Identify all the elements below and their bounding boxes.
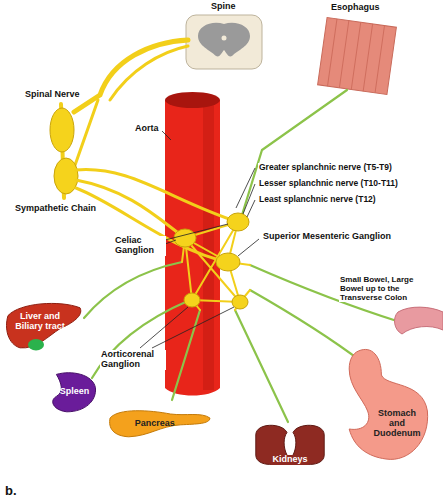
anatomy-label: Aorticorenal Ganglion (100, 350, 166, 370)
plexus-ganglia (174, 213, 249, 309)
spinal-nerve (74, 40, 188, 112)
anatomy-label: Spine (210, 2, 237, 12)
ganglion (54, 158, 78, 194)
bowel-segment (395, 307, 443, 334)
organ-outline (256, 425, 324, 464)
anatomy-label: Aorta (134, 124, 160, 134)
organ-text-box: Spleen (51, 387, 99, 397)
organ-text-box: Liver and Biliary tract (8, 312, 72, 332)
gallbladder (28, 339, 44, 350)
organ-outline (53, 373, 96, 412)
anatomy-label: Esophagus (330, 3, 381, 13)
vertebra-body (186, 15, 262, 69)
organ-name: Stomach and Duodenum (367, 409, 427, 439)
organ-name: Kidneys (270, 455, 309, 465)
anatomy-label: Spinal Nerve (24, 90, 81, 100)
leader-line (247, 200, 255, 217)
aorta-lumen (165, 92, 220, 108)
leader-line (236, 168, 255, 208)
organ-outline (349, 349, 427, 459)
esophagus-segment (318, 17, 397, 94)
nerve (92, 300, 190, 378)
spinal-root (110, 46, 188, 100)
organ-name: Spleen (58, 387, 92, 397)
organ-text-box: Kidneys (255, 455, 325, 465)
nerve (76, 170, 238, 222)
organ-shape (340, 345, 432, 465)
ganglion (50, 108, 74, 152)
organ-text-box: Stomach and Duodenum (367, 409, 427, 439)
anatomy-label: Small Bowel, Large Bowel up to the Trans… (339, 276, 440, 302)
chain-ganglia (50, 108, 78, 194)
nerve (76, 188, 228, 262)
aorticorenal-ganglion (184, 293, 200, 307)
aorticorenal-ganglion (232, 295, 248, 309)
central-canal (222, 36, 227, 41)
organ-node: Spleen (46, 370, 98, 414)
anatomy-label: Celiac Ganglion (114, 236, 166, 256)
aorta-shade (203, 100, 214, 390)
celiac-ganglion (174, 229, 196, 247)
leader-line (165, 240, 176, 244)
esophagus-muscle (328, 19, 385, 93)
vertebra (186, 15, 262, 69)
anatomy-label: Least splanchnic nerve (T12) (258, 195, 377, 204)
ramus (74, 100, 98, 168)
anatomy-label: Superior Mesenteric Ganglion (262, 232, 392, 242)
nerve (235, 310, 288, 422)
mesenteric-ganglion (216, 253, 240, 271)
organ-node: Kidneys (252, 420, 328, 470)
leader-line (152, 307, 234, 348)
organ-node: Pancreas (108, 400, 212, 440)
leader-line (162, 131, 171, 140)
organ-node: Stomach and Duodenum (340, 345, 432, 465)
leader-line (243, 184, 255, 214)
organ-name: Pancreas (133, 419, 177, 429)
anatomy-label: Sympathetic Chain (14, 204, 97, 214)
organ-outline (7, 303, 81, 348)
celiac-ganglion (227, 213, 249, 231)
nerve (172, 310, 200, 400)
leader-line (165, 224, 228, 240)
anatomy-label: Lesser splanchnic nerve (T10-T11) (258, 179, 399, 188)
organ-text-box: Pancreas (110, 419, 200, 429)
organ-outline (110, 411, 210, 437)
leader-line (238, 239, 259, 256)
organ-name: Liver and Biliary tract (8, 312, 72, 332)
panel-letter: b. (4, 484, 18, 498)
anatomy-label: Greater splanchnic nerve (T5-T9) (258, 163, 393, 172)
gray-matter (198, 23, 250, 57)
splanchnic-nerves (76, 170, 238, 262)
organ-node: Liver and Biliary tract (4, 300, 84, 352)
aorta (165, 92, 220, 396)
esophagus-wall (318, 17, 397, 94)
